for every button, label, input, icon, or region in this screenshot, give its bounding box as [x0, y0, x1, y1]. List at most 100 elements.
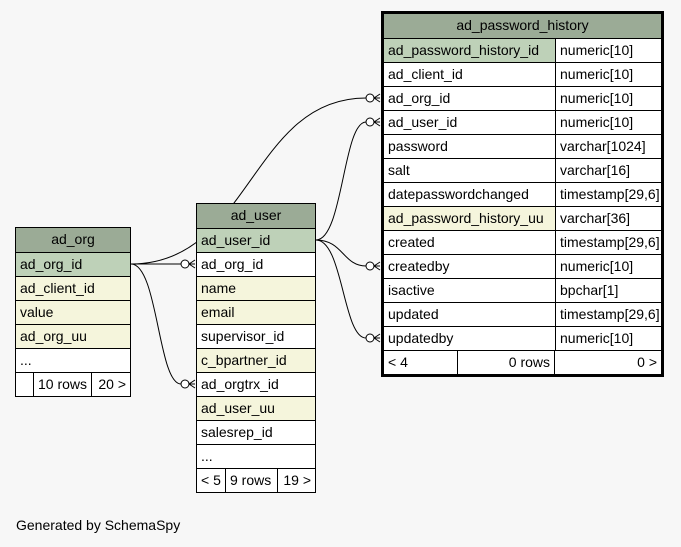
column-row[interactable]: ad_org_id — [16, 252, 130, 276]
footer-parents[interactable]: < 4 — [388, 354, 408, 370]
footer-row-count: 0 rows — [457, 351, 554, 374]
column-name: ad_org_id — [16, 253, 130, 276]
column-type: numeric[10] — [555, 255, 661, 278]
column-row[interactable]: supervisor_id — [197, 324, 315, 348]
footer-row-count: 10 rows — [33, 373, 91, 396]
column-row[interactable]: email — [197, 300, 315, 324]
column-row[interactable]: ad_org_uu — [16, 324, 130, 348]
column-type: numeric[10] — [555, 87, 661, 110]
crows-foot-marker — [188, 259, 196, 269]
column-row[interactable]: ad_user_uu — [197, 396, 315, 420]
column-type: numeric[10] — [555, 63, 661, 86]
column-row[interactable]: createdby numeric[10] — [384, 254, 661, 278]
generated-by-label: Generated by SchemaSpy — [16, 517, 181, 533]
optional-marker — [365, 333, 375, 343]
column-row[interactable]: ad_org_id — [197, 252, 315, 276]
column-name: ad_client_id — [16, 277, 130, 300]
optional-marker — [180, 259, 190, 269]
footer-children[interactable]: 20 > — [91, 373, 130, 396]
column-name: ad_client_id — [388, 66, 463, 82]
column-row[interactable]: value — [16, 300, 130, 324]
column-row[interactable]: ... — [197, 444, 315, 468]
crows-foot-marker — [373, 261, 381, 271]
optional-marker — [365, 93, 375, 103]
column-type: timestamp[29,6] — [555, 231, 661, 254]
column-type: varchar[1024] — [555, 135, 661, 158]
footer-children[interactable]: 0 > — [554, 351, 661, 374]
column-row[interactable]: updatedby numeric[10] — [384, 326, 661, 350]
column-type: numeric[10] — [555, 327, 661, 350]
column-name: ad_user_id — [388, 114, 458, 130]
column-name: email — [197, 301, 315, 324]
column-row[interactable]: ad_orgtrx_id — [197, 372, 315, 396]
column-row[interactable]: name — [197, 276, 315, 300]
column-row[interactable]: ad_org_id numeric[10] — [384, 86, 661, 110]
crows-foot-marker — [373, 117, 381, 127]
crows-foot-marker — [373, 333, 381, 343]
table-title: ad_user — [197, 204, 315, 228]
column-name: name — [197, 277, 315, 300]
column-row[interactable]: ad_user_id — [197, 228, 315, 252]
column-row[interactable]: updated timestamp[29,6] — [384, 302, 661, 326]
relationship-line — [315, 239, 367, 267]
footer-parents[interactable] — [16, 373, 33, 396]
column-row[interactable]: created timestamp[29,6] — [384, 230, 661, 254]
column-name: created — [388, 234, 435, 250]
column-row[interactable]: ... — [16, 348, 130, 372]
column-row[interactable]: isactive bpchar[1] — [384, 278, 661, 302]
column-row[interactable]: salt varchar[16] — [384, 158, 661, 182]
footer-parents[interactable]: < 5 — [201, 472, 221, 488]
column-name: ad_org_id — [388, 90, 451, 106]
column-name: updatedby — [388, 330, 454, 346]
crows-foot-marker — [373, 93, 381, 103]
column-row[interactable]: ad_client_id — [16, 276, 130, 300]
column-name: value — [16, 301, 130, 324]
column-row[interactable]: salesrep_id — [197, 420, 315, 444]
footer-children[interactable]: 19 > — [277, 469, 315, 492]
column-type: timestamp[29,6] — [555, 183, 661, 206]
relationship-line — [315, 121, 367, 241]
column-type: timestamp[29,6] — [555, 303, 661, 326]
column-name: isactive — [388, 282, 435, 298]
column-row[interactable]: datepasswordchanged timestamp[29,6] — [384, 182, 661, 206]
column-name: ad_password_history_uu — [384, 207, 555, 230]
column-name: c_bpartner_id — [197, 349, 315, 372]
column-name: ad_user_uu — [197, 397, 315, 420]
column-name: ad_orgtrx_id — [201, 376, 279, 392]
column-name: createdby — [388, 258, 450, 274]
column-type: varchar[36] — [555, 207, 661, 230]
column-name: ad_password_history_id — [384, 39, 555, 62]
column-name: salesrep_id — [201, 424, 273, 440]
optional-marker — [180, 379, 190, 389]
column-name: ad_org_uu — [16, 325, 130, 348]
footer-row-count: 9 rows — [225, 469, 277, 492]
column-row[interactable]: ad_client_id numeric[10] — [384, 62, 661, 86]
table-title: ad_org — [16, 228, 130, 252]
column-name: salt — [388, 162, 410, 178]
optional-marker — [365, 117, 375, 127]
column-row[interactable]: c_bpartner_id — [197, 348, 315, 372]
column-name: datepasswordchanged — [388, 186, 529, 202]
column-type: numeric[10] — [555, 39, 661, 62]
column-name: supervisor_id — [201, 328, 285, 344]
optional-marker — [365, 261, 375, 271]
column-type: varchar[16] — [555, 159, 661, 182]
column-name: ... — [20, 352, 32, 368]
crows-foot-marker — [188, 379, 196, 389]
relationship-line — [315, 239, 367, 339]
column-name: ad_user_id — [197, 229, 315, 252]
relationship-line — [130, 263, 182, 385]
column-type: bpchar[1] — [555, 279, 661, 302]
column-name: updated — [388, 306, 439, 322]
